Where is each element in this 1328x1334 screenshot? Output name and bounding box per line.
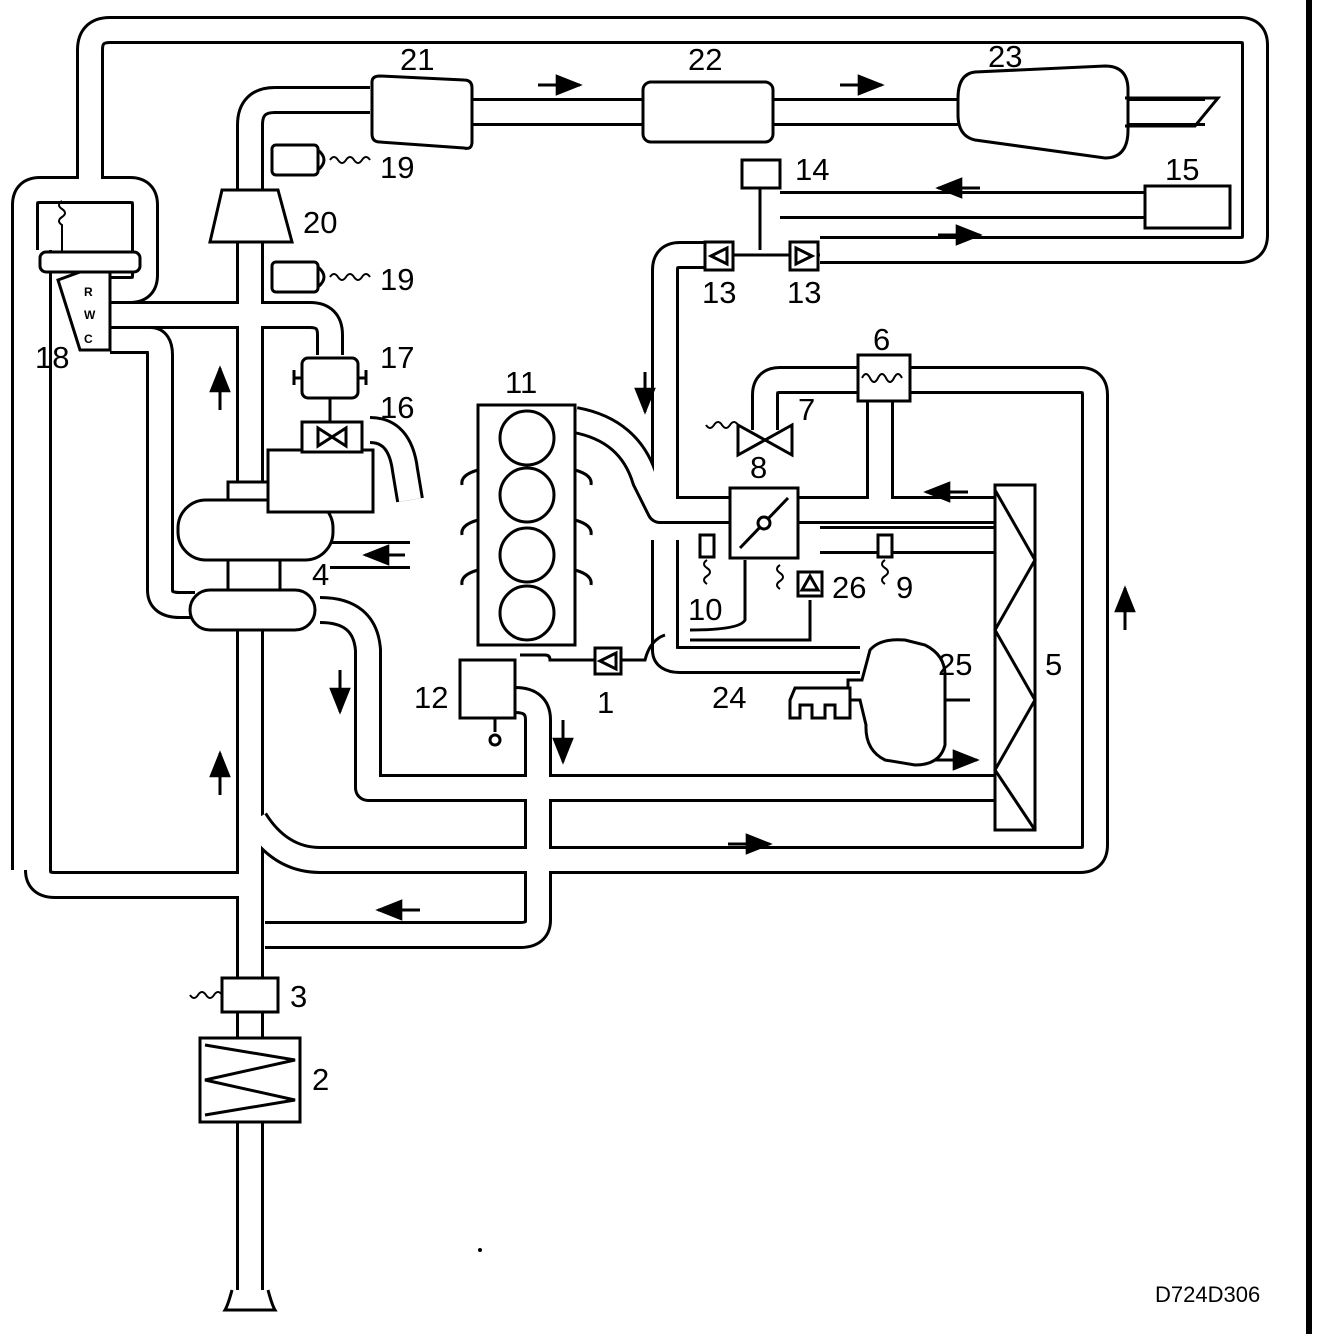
sensor-coil-26 (776, 564, 784, 590)
callout-10: 10 (688, 592, 722, 627)
callout-18: 18 (35, 340, 69, 375)
line-from-12-to-1 (520, 653, 595, 662)
callout-6: 6 (873, 322, 890, 357)
catalytic-converter-21 (370, 74, 474, 150)
vacuum-reservoir-14 (740, 158, 782, 190)
callout-13-right: 13 (787, 275, 821, 310)
callout-labels: 1 2 3 4 5 6 7 8 9 10 11 12 13 13 14 15 1… (35, 39, 1199, 1097)
pin-label-w: W (84, 308, 96, 322)
idle-air-valve-7 (705, 421, 794, 458)
sensor-9 (876, 533, 894, 585)
callout-20: 20 (303, 205, 337, 240)
solenoid-valve-17 (292, 356, 368, 400)
flow-arrows (209, 74, 1136, 921)
callout-3: 3 (290, 979, 307, 1014)
pre-catalytic-converter (208, 188, 294, 244)
stray-dot (478, 1248, 482, 1252)
callout-25: 25 (938, 647, 972, 682)
pin-label-r: R (84, 285, 93, 299)
pin-label-c: C (84, 332, 93, 346)
callout-26: 26 (832, 570, 866, 605)
callout-24: 24 (712, 680, 746, 715)
line-from-26 (690, 600, 812, 642)
control-valve-16 (300, 420, 364, 454)
check-valve-26 (796, 570, 824, 598)
right-edge-bar (1306, 0, 1312, 1334)
callout-1: 1 (597, 685, 614, 720)
bypass-valve-6 (856, 353, 912, 403)
check-valve-1 (593, 646, 623, 676)
callout-15: 15 (1165, 152, 1199, 187)
turbocharger (176, 480, 335, 632)
catalytic-converter-22 (641, 80, 775, 144)
evap-canister-15 (1143, 184, 1232, 230)
callout-13-left: 13 (702, 275, 736, 310)
callout-11: 11 (505, 365, 537, 400)
callout-21: 21 (400, 42, 434, 77)
air-filter (198, 1036, 302, 1124)
callout-4: 4 (312, 557, 329, 592)
callout-22: 22 (688, 42, 722, 77)
boost-pressure-sensor (38, 200, 142, 352)
engine-block (460, 403, 593, 647)
fuel-pump-12 (458, 658, 517, 747)
brake-booster-25 (788, 638, 970, 767)
mass-air-flow-sensor (189, 976, 280, 1014)
reference-code: D724D306 (1155, 1282, 1260, 1307)
callout-16: 16 (380, 390, 414, 425)
throttle-body-8 (728, 486, 800, 560)
check-valve-13-right (788, 240, 820, 272)
callout-17: 17 (380, 340, 414, 375)
oxygen-sensor-lower (270, 260, 371, 294)
intercooler (993, 483, 1037, 832)
sensor-10 (698, 533, 716, 585)
callout-19-upper: 19 (380, 150, 414, 185)
intake-bell (222, 1289, 278, 1312)
callout-8: 8 (750, 450, 767, 485)
callout-5: 5 (1045, 647, 1062, 682)
callout-23: 23 (988, 39, 1022, 74)
line-from-10 (689, 560, 747, 632)
callout-19-lower: 19 (380, 262, 414, 297)
callout-14: 14 (795, 152, 829, 187)
callout-9: 9 (896, 570, 913, 605)
callout-7: 7 (798, 392, 815, 427)
wastegate-actuator (266, 448, 375, 514)
callout-2: 2 (312, 1062, 329, 1097)
check-valve-13-left (703, 240, 735, 272)
callout-12: 12 (414, 680, 448, 715)
muffler-23 (956, 64, 1130, 160)
oxygen-sensor-upper (270, 143, 371, 177)
